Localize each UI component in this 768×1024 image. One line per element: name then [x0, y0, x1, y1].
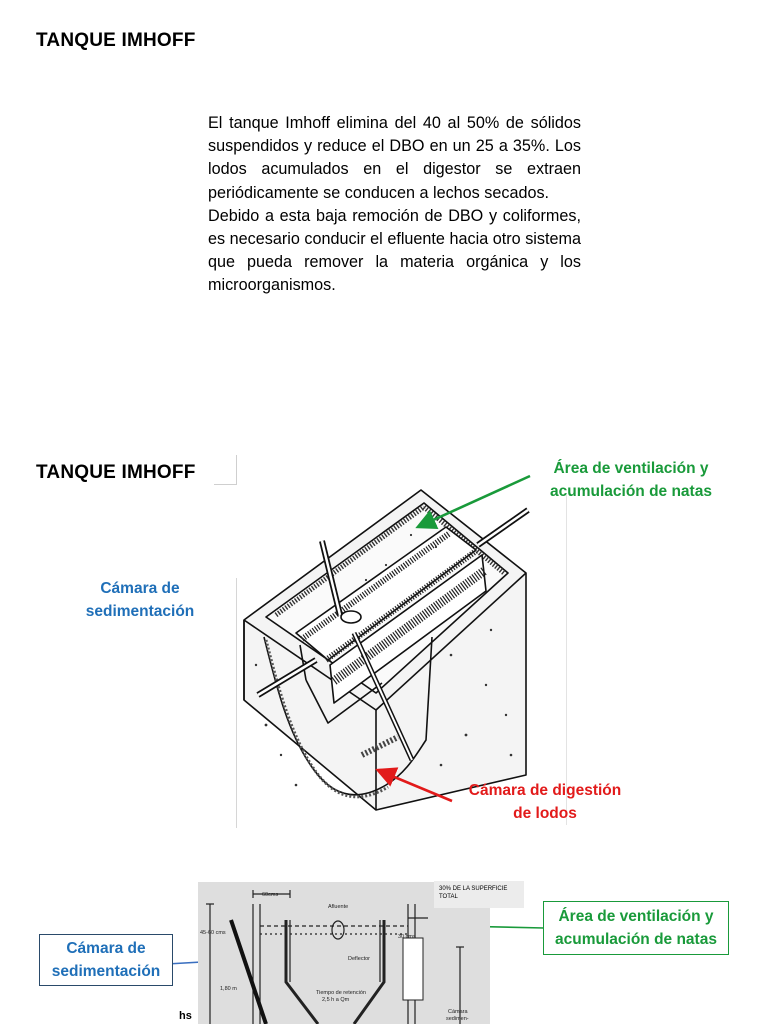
arrow-digestion [380, 771, 452, 801]
note-line: 30% DE LA SUPERFICIE [439, 885, 524, 893]
fragment-text: hs [179, 1010, 192, 1022]
afluente-label: Afluente [328, 904, 348, 910]
camara-line-2: sedimen- [446, 1016, 469, 1022]
dim-width-label: 60cms [262, 892, 278, 898]
surface-note: 30% DE LA SUPERFICIE TOTAL [434, 881, 524, 908]
depth-label: 1,80 m [220, 986, 237, 992]
label-box-ventilation: Área de ventilación y acumulación de nat… [543, 901, 729, 955]
slot-dim-label: 30 cms [398, 934, 416, 940]
camara-line-1: Cámara [448, 1009, 469, 1015]
label-line: sedimentación [40, 960, 172, 983]
label-box-sedimentation: Cámara de sedimentación [39, 934, 173, 986]
side-dim-label: 45-60 cms [200, 930, 226, 936]
note-line: TOTAL [439, 893, 524, 901]
retention-line-2: 2,5 h a Qm [322, 997, 350, 1003]
label-line: acumulación de natas [544, 928, 728, 951]
label-line: Área de ventilación y [544, 905, 728, 928]
label-line: Cámara de [40, 937, 172, 960]
arrow-ventilation [420, 476, 530, 526]
deflector-label: Deflector [348, 956, 370, 962]
retention-line-1: Tiempo de retención [316, 990, 366, 996]
